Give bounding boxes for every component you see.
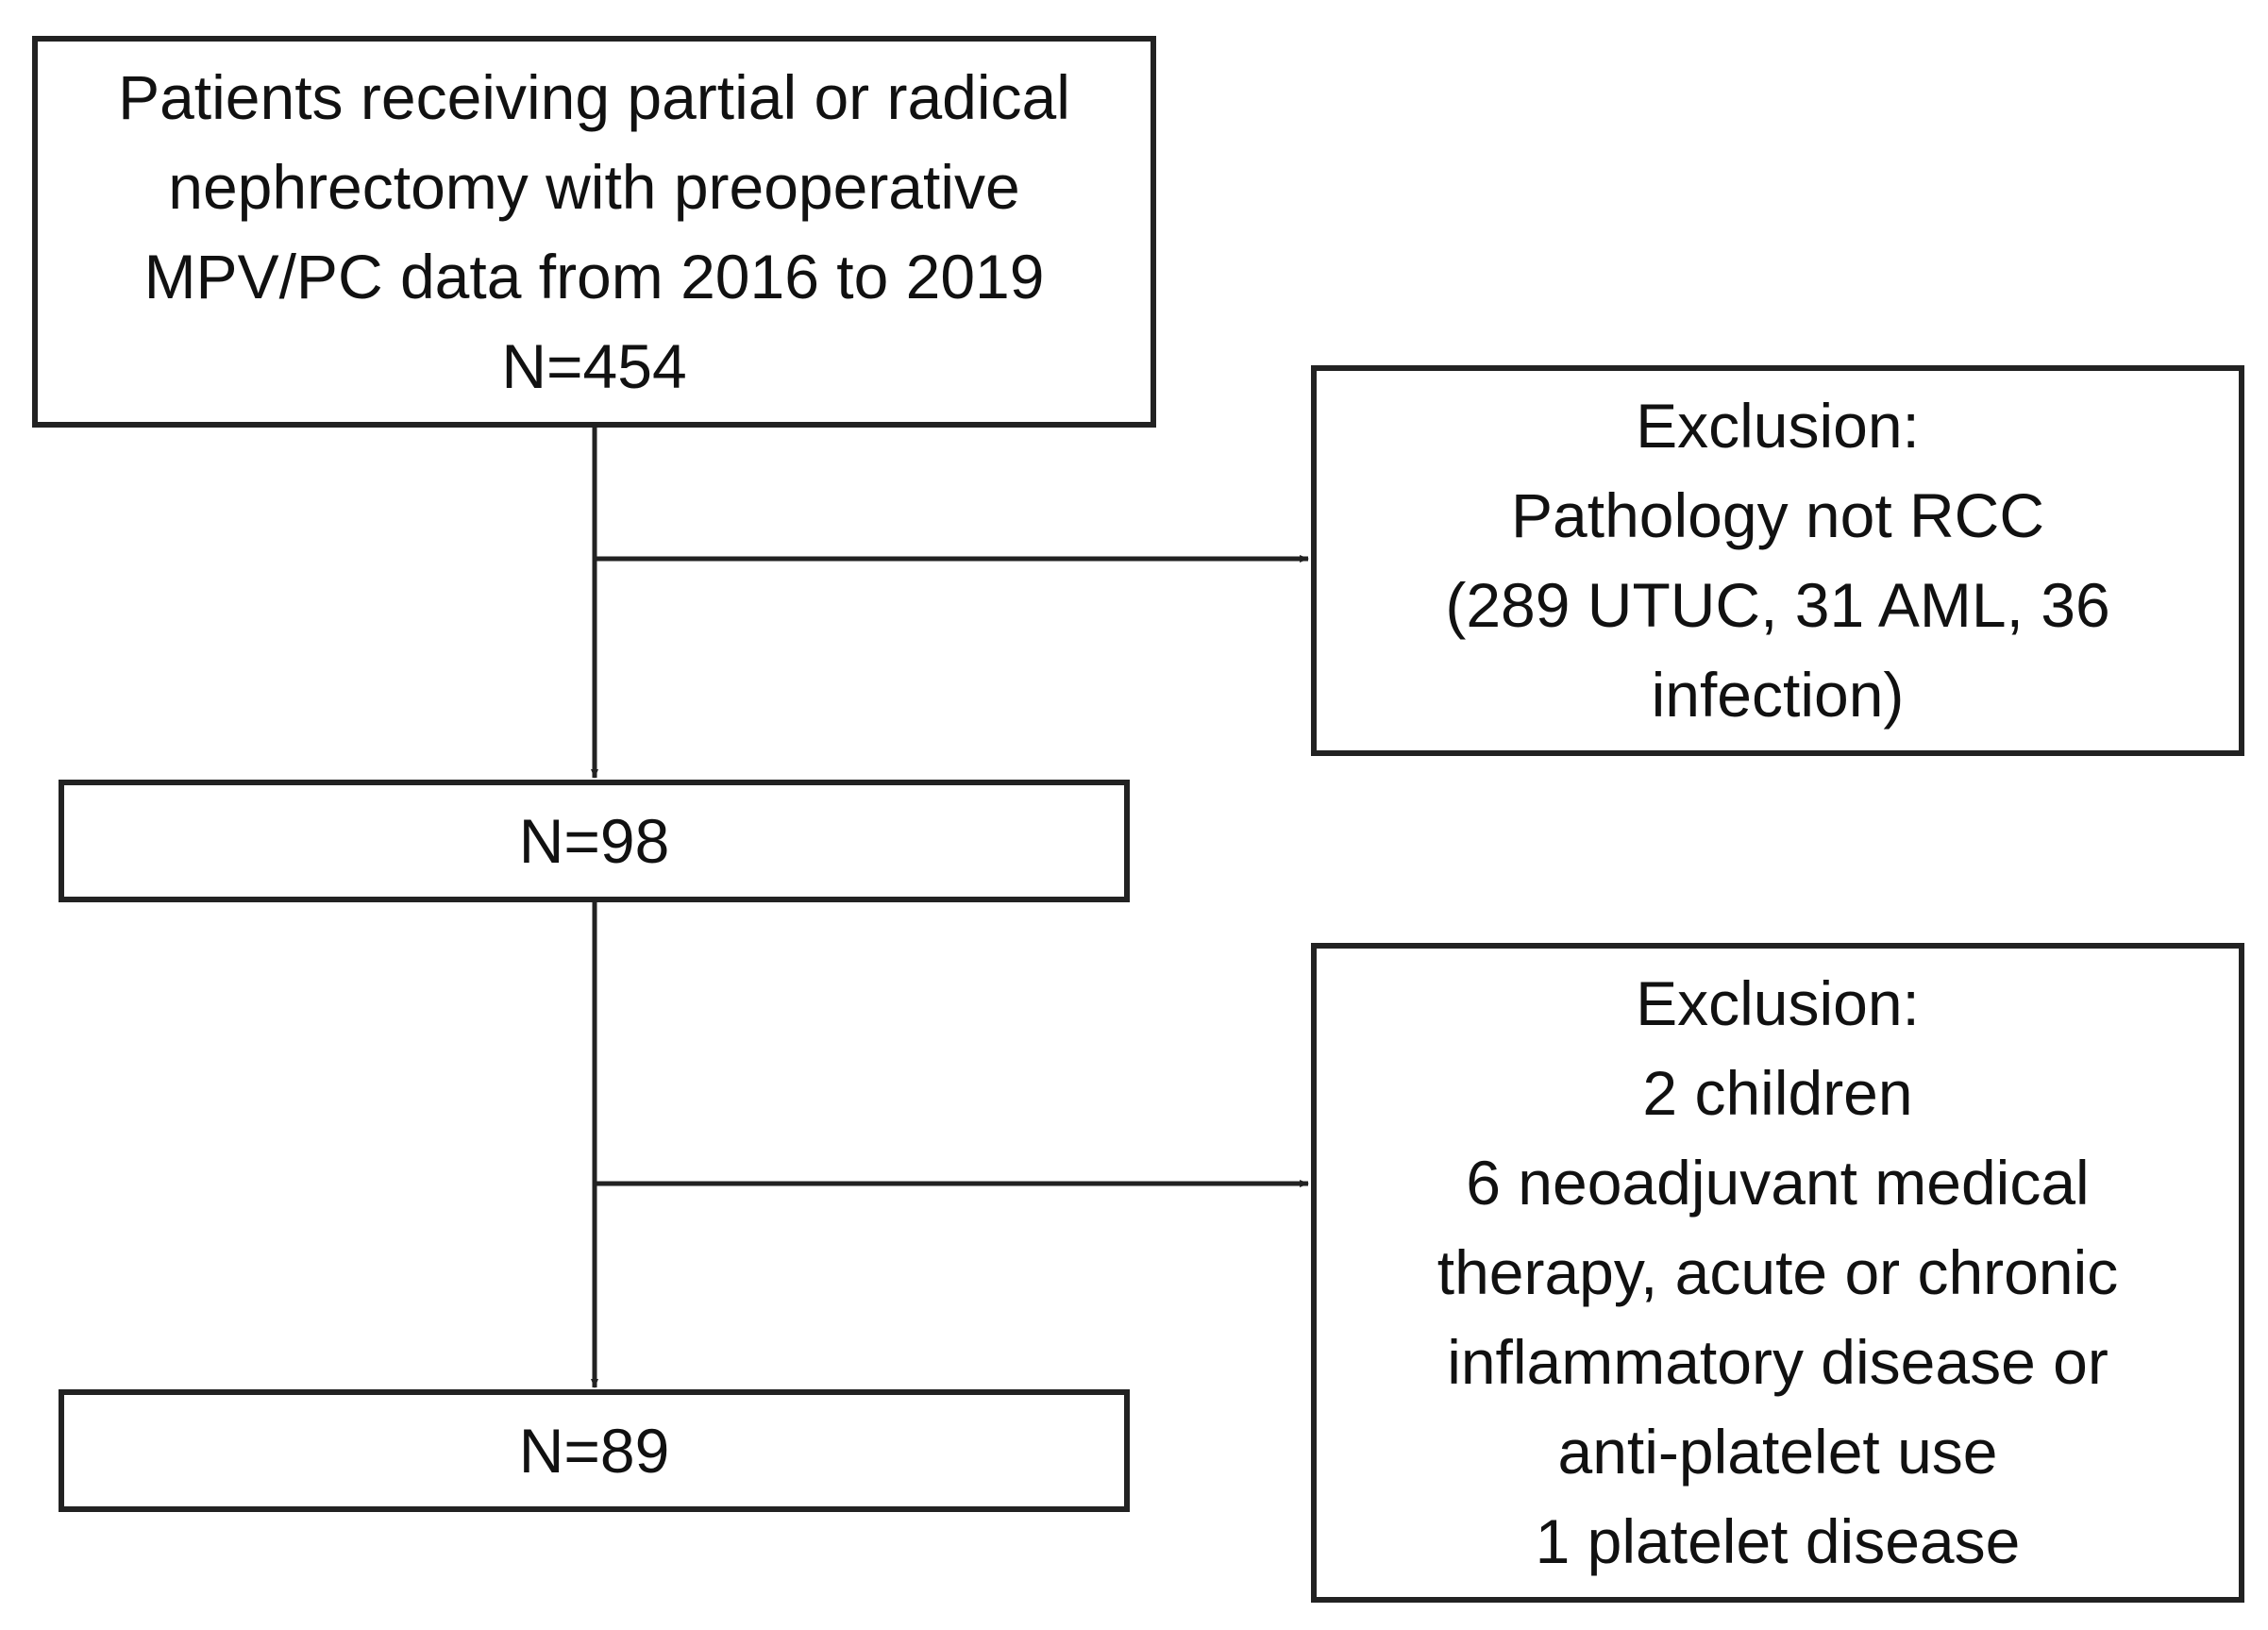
final-count-box: N=89 (59, 1389, 1130, 1512)
enrollment-count: N=454 (501, 330, 687, 401)
enrollment-line: Patients receiving partial or radical (118, 61, 1070, 132)
enrollment-box: Patients receiving partial or radical ne… (32, 36, 1156, 428)
exclusion-box-pathology: Exclusion: Pathology not RCC (289 UTUC, … (1311, 365, 2244, 756)
exclusion-line: inflammatory disease or (1447, 1327, 2108, 1397)
enrollment-line: MPV/PC data from 2016 to 2019 (143, 241, 1045, 311)
exclusion-line: (289 UTUC, 31 AML, 36 (1445, 570, 2110, 640)
intermediate-count: N=98 (518, 805, 670, 876)
exclusion-line: 6 neoadjuvant medical (1466, 1148, 2090, 1218)
enrollment-line: nephrectomy with preoperative (168, 151, 1020, 222)
exclusion-line: therapy, acute or chronic (1436, 1237, 2119, 1307)
intermediate-count-box: N=98 (59, 780, 1130, 902)
exclusion-line: Pathology not RCC (1511, 480, 2044, 550)
exclusion-line: anti-platelet use (1557, 1417, 1998, 1487)
exclusion-line: 2 children (1642, 1058, 1913, 1128)
exclusion-line: infection) (1651, 660, 1905, 730)
exclusion-box-clinical: Exclusion: 2 children 6 neoadjuvant medi… (1311, 943, 2244, 1603)
exclusion-heading: Exclusion: (1636, 968, 1920, 1038)
final-count: N=89 (518, 1415, 670, 1486)
exclusion-line: 1 platelet disease (1535, 1506, 2021, 1576)
exclusion-heading: Exclusion: (1636, 391, 1920, 461)
